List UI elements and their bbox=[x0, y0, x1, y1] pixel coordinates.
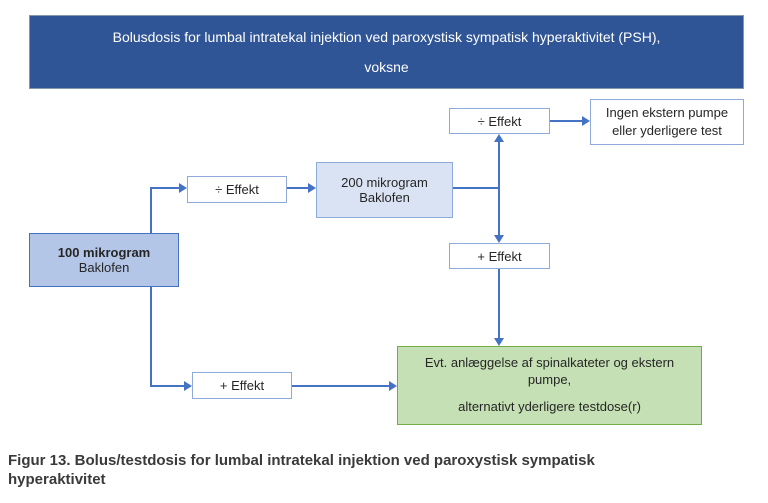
connector-line bbox=[287, 187, 309, 189]
arrowhead-right-icon bbox=[389, 381, 397, 391]
no-pump-line-2: eller yderligere test bbox=[612, 123, 722, 138]
connector-line bbox=[498, 269, 500, 339]
connector-line bbox=[150, 287, 152, 386]
arrowhead-right-icon bbox=[582, 116, 590, 126]
node-dose-100-mikrogram: 100 mikrogram Baklofen bbox=[29, 233, 179, 287]
diagram-title-banner: Bolusdosis for lumbal intratekal injekti… bbox=[29, 15, 744, 89]
title-line-2: voksne bbox=[364, 59, 409, 75]
connector-line bbox=[498, 141, 500, 237]
catheter-line-1: Evt. anlæggelse af spinalkateter og ekst… bbox=[424, 354, 675, 387]
dose-200-amount: 200 mikrogram bbox=[341, 175, 428, 190]
node-minus-effect-left: ÷ Effekt bbox=[187, 176, 287, 203]
title-line-1: Bolusdosis for lumbal intratekal injekti… bbox=[112, 29, 661, 45]
connector-line bbox=[550, 120, 584, 122]
connector-line bbox=[453, 187, 500, 189]
node-no-external-pump: Ingen ekstern pumpe eller yderligere tes… bbox=[590, 99, 744, 145]
dose-200-drug: Baklofen bbox=[359, 190, 410, 205]
arrowhead-down-icon bbox=[494, 338, 504, 346]
catheter-line-2: alternativt yderligere testdose(r) bbox=[458, 399, 641, 415]
arrowhead-right-icon bbox=[184, 381, 192, 391]
connector-line bbox=[150, 187, 180, 189]
dose-100-amount: 100 mikrogram bbox=[57, 245, 151, 260]
arrowhead-up-icon bbox=[494, 134, 504, 142]
no-pump-line-1: Ingen ekstern pumpe bbox=[605, 105, 729, 121]
node-plus-effect-bottom: + Effekt bbox=[192, 372, 292, 399]
connector-line bbox=[150, 385, 186, 387]
connector-line bbox=[150, 188, 152, 233]
connector-line bbox=[292, 385, 390, 387]
node-dose-200-mikrogram: 200 mikrogram Baklofen bbox=[316, 162, 453, 218]
arrowhead-right-icon bbox=[308, 183, 316, 193]
figure-caption: Figur 13. Bolus/testdosis for lumbal int… bbox=[8, 452, 595, 488]
arrowhead-down-icon bbox=[494, 235, 504, 243]
node-plus-effect-mid: + Effekt bbox=[449, 243, 550, 269]
dose-100-drug: Baklofen bbox=[78, 260, 130, 275]
node-minus-effect-top: ÷ Effekt bbox=[449, 108, 550, 134]
node-spinal-catheter-outcome: Evt. anlæggelse af spinalkateter og ekst… bbox=[397, 346, 702, 425]
arrowhead-right-icon bbox=[179, 183, 187, 193]
